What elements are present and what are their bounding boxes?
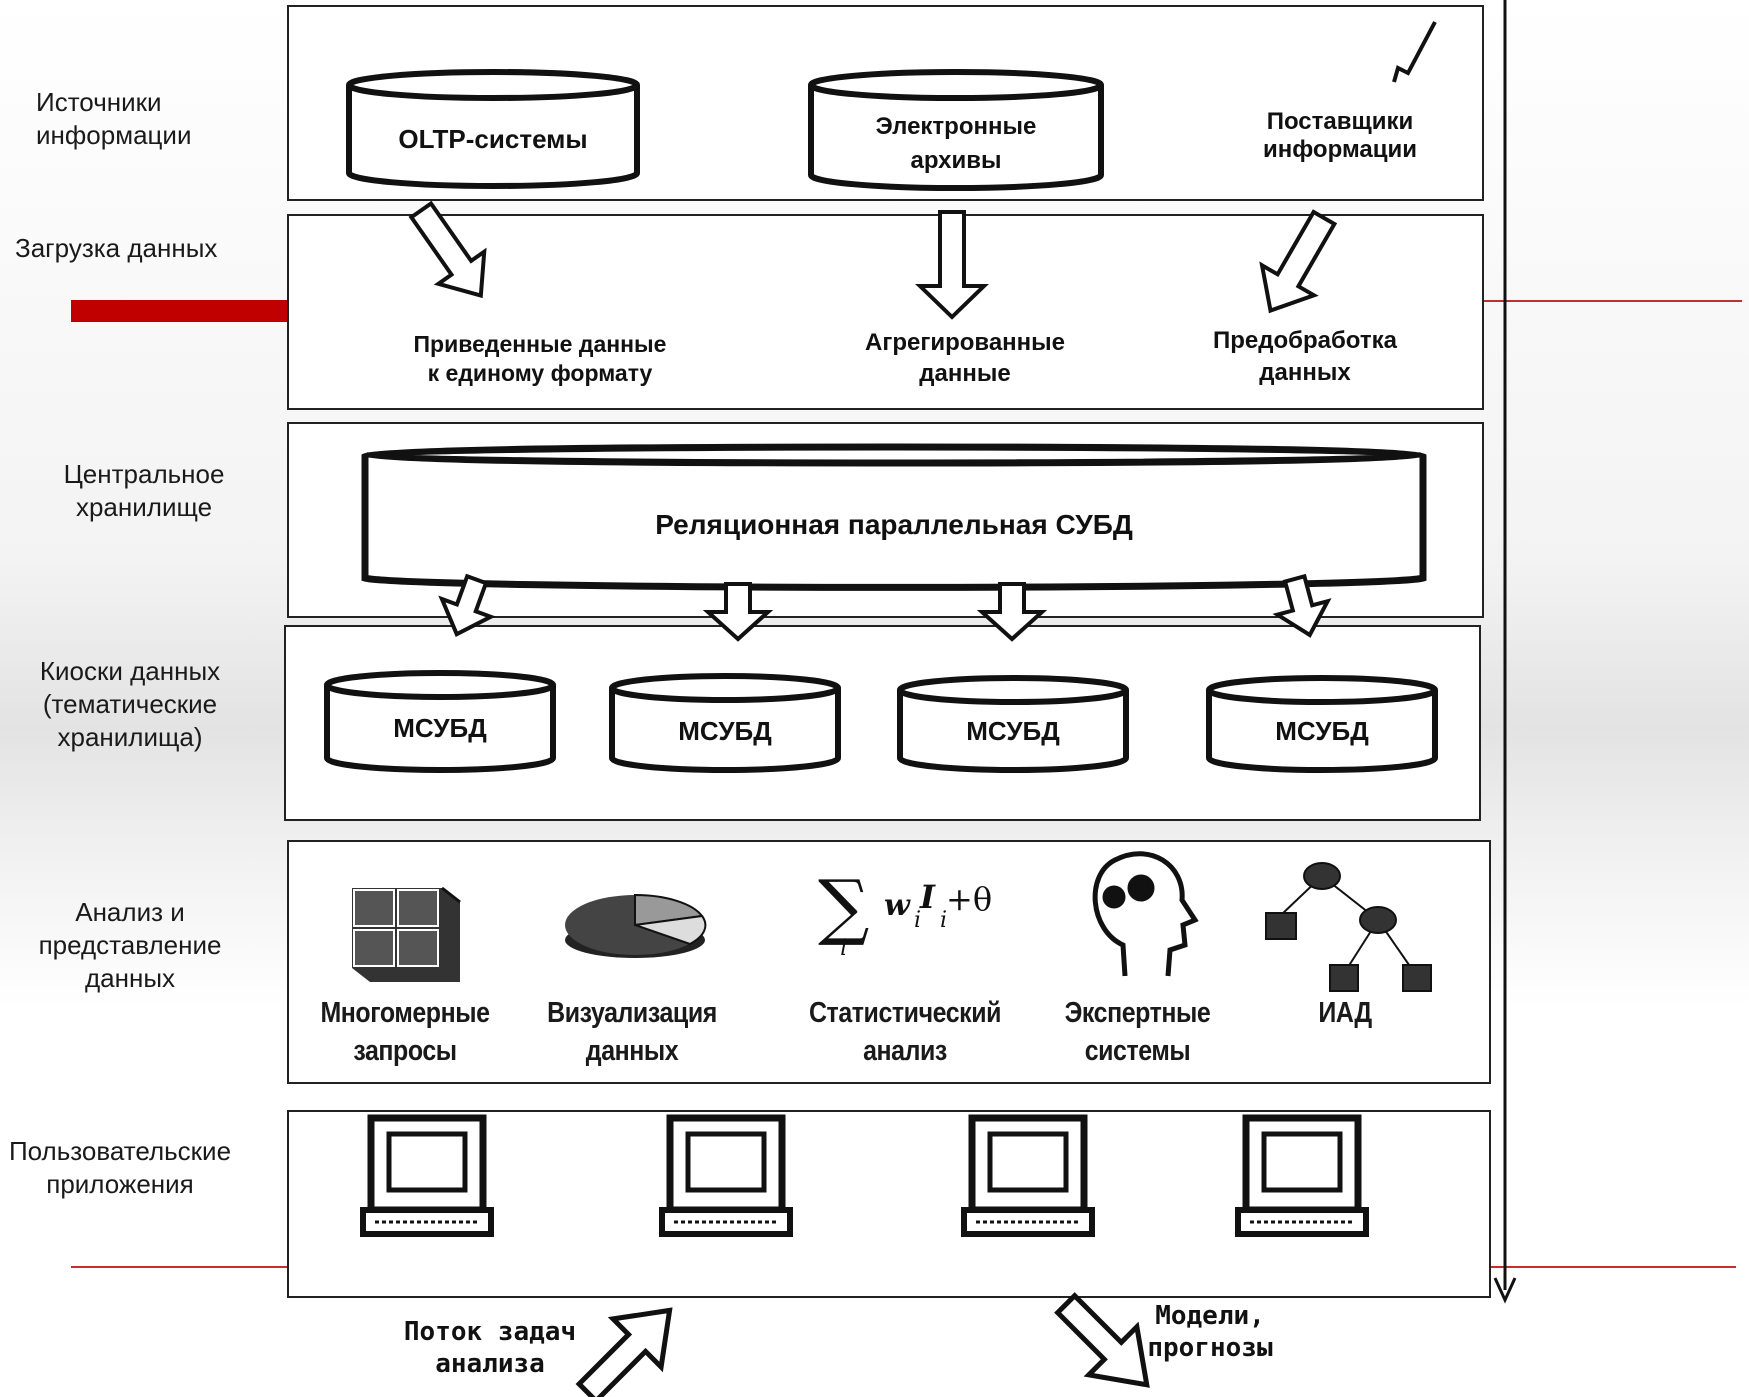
central-dbms-cylinder	[361, 443, 1427, 591]
arrow-providers-to-preprocessing	[1259, 209, 1338, 314]
load-layer-box	[287, 214, 1484, 410]
analysis-layer-box	[287, 840, 1491, 1084]
oltp-systems-label: OLTP-системы	[398, 124, 588, 154]
decision-tree-icon	[1265, 862, 1432, 992]
computer-icon-3	[964, 1118, 1092, 1234]
pie-chart-icon	[565, 893, 707, 958]
oltp-cylinder	[346, 69, 640, 189]
analysis-label-multidim: Многомерные запросы	[320, 997, 490, 1067]
arrow-central-to-kiosk-3	[976, 582, 1048, 642]
analysis-label-visualization: Визуализация данных	[547, 997, 717, 1067]
kiosk-cylinder-3	[897, 675, 1129, 773]
central-dbms-label: Реляционная параллельная СУБД	[655, 509, 1133, 540]
brain-gear-icon	[1092, 851, 1199, 977]
arrow-central-to-kiosk-1	[438, 573, 496, 637]
analysis-label-statistics: Статистический анализ	[808, 997, 1002, 1067]
analysis-label-dm: ИАД	[1318, 997, 1372, 1029]
layer-label-central: Центральное хранилище	[63, 459, 225, 522]
kiosk-cylinder-4	[1206, 675, 1438, 773]
red-accent-line-top-right	[1484, 300, 1742, 302]
arrow-oltp-to-unified	[408, 200, 487, 299]
kiosk-label-4: МСУБД	[1275, 716, 1369, 746]
layer-label-sources: Источники информации	[36, 87, 192, 150]
archives-cylinder	[808, 69, 1104, 191]
electronic-archives-label: Электронные архивы	[875, 113, 1037, 174]
models-forecasts-label: Модели, прогнозы	[1147, 1301, 1273, 1363]
arrow-central-to-kiosk-4	[1272, 573, 1332, 638]
kiosk-label-2: МСУБД	[678, 716, 772, 746]
computer-icon-4	[1238, 1118, 1366, 1234]
computer-icon-1	[363, 1118, 491, 1234]
kiosk-cylinder-1	[324, 670, 556, 773]
layer-label-apps: Пользовательские приложения	[8, 1136, 232, 1199]
sum-formula-icon: ∑ w I i i +θ i	[818, 864, 993, 961]
arrow-archives-to-aggregated	[915, 210, 989, 320]
kiosk-label-1: МСУБД	[393, 713, 487, 743]
layer-label-analysis: Анализ и представление данных	[38, 897, 222, 993]
red-accent-line-bottom-left	[71, 1266, 291, 1268]
layer-label-load: Загрузка данных	[15, 233, 218, 263]
computer-icon-2	[662, 1118, 790, 1234]
aggregated-data-label: Агрегированные данные	[864, 329, 1066, 387]
arrow-task-flow-up	[575, 1307, 673, 1397]
layer-label-kiosks: Киоски данных (тематические хранилища)	[39, 656, 221, 752]
vertical-flow-arrowhead	[1493, 1277, 1517, 1304]
analysis-label-expert: Экспертные системы	[1064, 997, 1211, 1067]
arrow-models-down	[1054, 1292, 1150, 1388]
lightning-icon	[1392, 21, 1437, 83]
unified-format-label: Приведенные данные к единому формату	[413, 331, 667, 386]
task-flow-label: Поток задач анализа	[403, 1317, 577, 1379]
information-providers-label: Поставщики информации	[1263, 108, 1417, 163]
kiosk-cylinder-2	[609, 673, 841, 773]
kiosk-label-3: МСУБД	[966, 716, 1060, 746]
red-accent-bar	[71, 300, 289, 322]
red-accent-line-bottom-right	[1490, 1266, 1736, 1268]
multidimensional-cube-icon	[352, 886, 461, 982]
preprocessing-label: Предобработка данных	[1213, 327, 1397, 386]
arrow-central-to-kiosk-2	[702, 582, 774, 642]
